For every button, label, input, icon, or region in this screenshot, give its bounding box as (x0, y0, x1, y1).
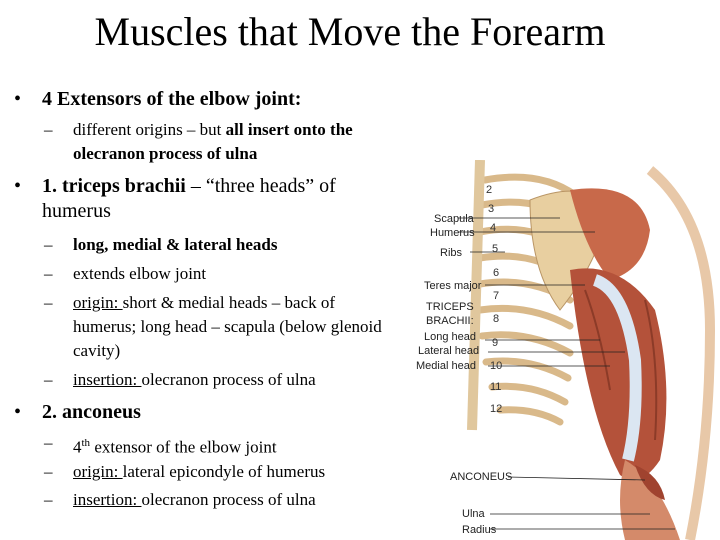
rib-number: 9 (492, 337, 498, 349)
bullet-text: 2. anconeus (42, 401, 141, 423)
label-radius: Radius (462, 524, 497, 536)
sub-text: 4th extensor of the elbow joint (73, 431, 388, 460)
sub-plain: extensor of the elbow joint (90, 437, 277, 457)
rib-number: 5 (492, 243, 498, 255)
sub-label: insertion: (73, 370, 142, 389)
label-scapula: Scapula (434, 213, 475, 225)
sub-prefix: 4 (73, 437, 82, 457)
bullet-text: 1. triceps brachii – “three heads” of hu… (42, 174, 402, 224)
sub-text: origin: short & medial heads – back of h… (73, 291, 388, 363)
dash: – (44, 370, 53, 389)
slide-title: Muscles that Move the Forearm (94, 9, 606, 54)
label-teres-major: Teres major (424, 280, 482, 292)
sub-text: insertion: olecranon process of ulna (73, 368, 388, 392)
rib-number: 3 (488, 203, 494, 215)
rib-number: 8 (493, 313, 499, 325)
dash: – (44, 120, 53, 139)
label-ulna: Ulna (462, 508, 486, 520)
dash: – (44, 235, 53, 254)
sub-text: long, medial & lateral heads (73, 235, 278, 254)
rib-number: 12 (490, 403, 502, 415)
dash: – (44, 433, 53, 452)
rib-number: 11 (490, 381, 501, 393)
sub-plain: lateral epicondyle of humerus (122, 462, 326, 481)
bullet-text: 4 Extensors of the elbow joint: (42, 88, 302, 110)
sub-text: insertion: olecranon process of ulna (73, 488, 388, 512)
label-brachii: BRACHII: (426, 315, 474, 327)
bullet-dot: • (14, 401, 22, 423)
sub-plain: different origins – but (73, 120, 226, 139)
sub-bold: all insert onto the olecranon process of… (73, 120, 353, 163)
bullet-plain: – “three heads” of humerus (42, 175, 336, 222)
rib-number: 7 (493, 290, 499, 302)
rib-number: 10 (490, 360, 502, 372)
dash: – (44, 490, 53, 509)
sub-sup: th (81, 437, 91, 449)
sub-text: extends elbow joint (73, 264, 207, 283)
rib-number: 6 (493, 267, 499, 279)
dash: – (44, 462, 53, 481)
rib-number: 4 (490, 222, 496, 234)
bullet-dot: • (14, 175, 22, 197)
sub-plain: short & medial heads – back of humerus; … (73, 293, 382, 360)
label-anconeus: ANCONEUS (450, 471, 512, 483)
arm-anatomy-illustration: Scapula Humerus Ribs Teres major TRICEPS… (416, 160, 716, 540)
sub-plain: olecranon process of ulna (141, 490, 316, 509)
label-long-head: Long head (424, 331, 476, 343)
label-triceps: TRICEPS (426, 301, 474, 313)
rib-number: 2 (486, 184, 492, 196)
sub-plain: olecranon process of ulna (141, 370, 316, 389)
label-medial-head: Medial head (416, 360, 476, 372)
sub-label: origin: (73, 293, 123, 312)
sub-label: insertion: (73, 490, 142, 509)
dash: – (44, 293, 53, 312)
label-lateral-head: Lateral head (418, 345, 479, 357)
label-humerus: Humerus (430, 227, 475, 239)
dash: – (44, 264, 53, 283)
bullet-bold: 1. triceps brachii (42, 175, 186, 197)
sub-text: different origins – but all insert onto … (73, 118, 388, 166)
label-ribs: Ribs (440, 247, 463, 259)
sub-label: origin: (73, 462, 123, 481)
sub-text: origin: lateral epicondyle of humerus (73, 460, 388, 484)
anconeus-drawing (635, 465, 665, 500)
bullet-dot: • (14, 88, 22, 110)
